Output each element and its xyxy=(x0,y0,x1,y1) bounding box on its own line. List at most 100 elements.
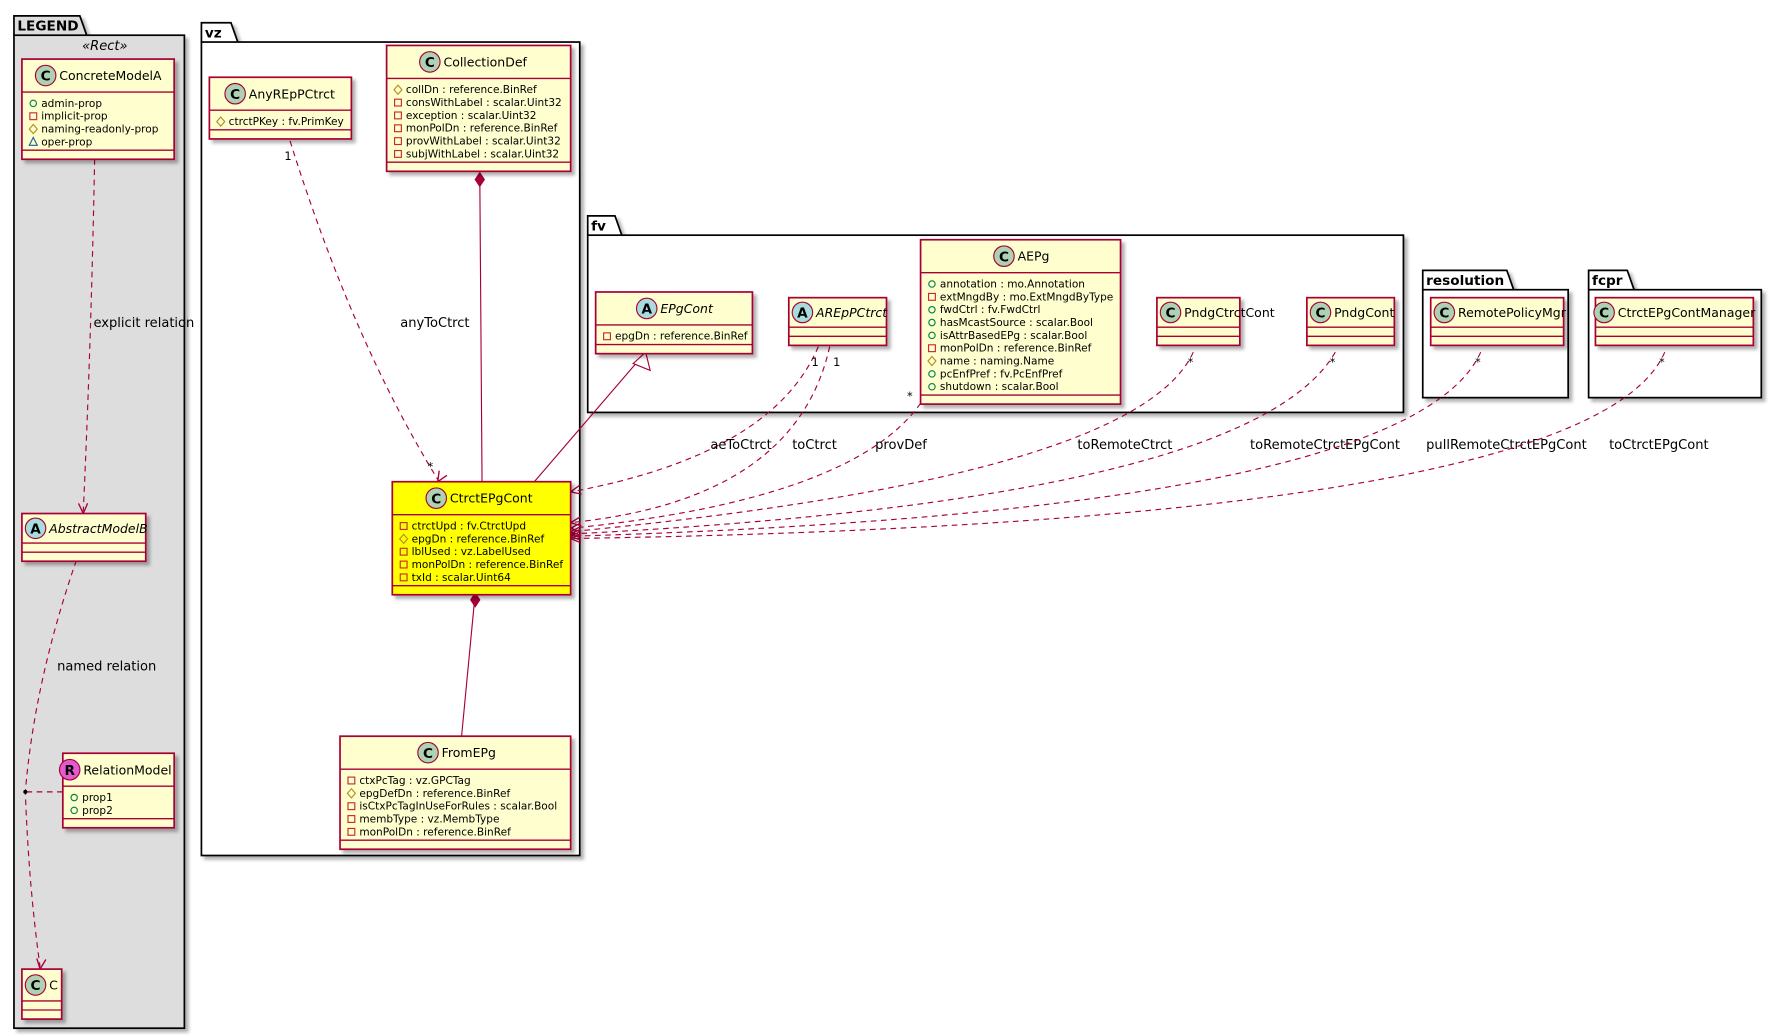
class-icon-letter: C xyxy=(999,249,1009,265)
relation-line xyxy=(570,351,1666,540)
relation-r1: explicit relation xyxy=(77,159,194,516)
class-box xyxy=(61,752,176,829)
class-attribute: prop2 xyxy=(82,805,113,817)
relation-icon-letter: R xyxy=(64,763,75,779)
class-name: RemotePolicyMgr xyxy=(1458,305,1567,320)
multiplicity: 1 xyxy=(812,355,819,369)
visibility-private-icon xyxy=(399,547,408,556)
abstract-class-icon-letter: A xyxy=(797,306,808,322)
visibility-public-icon xyxy=(70,793,78,802)
class-attribute: ctxPcTag : vz.GPCTag xyxy=(359,775,470,787)
multiplicity: * xyxy=(1330,355,1336,369)
class-attribute: txId : scalar.Uint64 xyxy=(412,572,511,584)
relation-line xyxy=(570,346,831,524)
class-name: AbstractModelB xyxy=(48,521,147,536)
package-tab xyxy=(13,15,88,36)
class-icon xyxy=(993,245,1015,267)
multiplicity: * xyxy=(428,459,434,473)
visibility-private-icon xyxy=(347,802,356,811)
class-attribute: lblUsed : vz.LabelUsed xyxy=(412,546,531,558)
class-icon xyxy=(425,487,448,509)
relation-label: pullRemoteCtrctEPgCont xyxy=(1426,438,1587,453)
class-name: RelationModel xyxy=(83,762,171,777)
visibility-public-icon xyxy=(928,370,936,378)
package-name: fv xyxy=(591,219,606,235)
class-name: EPgCont xyxy=(660,301,714,316)
relation-line xyxy=(479,172,483,482)
visibility-public-icon xyxy=(928,280,936,288)
visibility-protected-icon xyxy=(927,355,937,367)
relation-label: toCtrctEPgCont xyxy=(1609,438,1709,453)
package-tab xyxy=(1587,269,1635,290)
class-box xyxy=(339,735,572,851)
visibility-private-icon xyxy=(399,560,408,569)
class-attribute: monPolDn : reference.BinRef xyxy=(940,343,1092,355)
class-name: AEPg xyxy=(1018,249,1050,264)
class-attribute: monPolDn : reference.BinRef xyxy=(406,123,558,135)
visibility-private-icon xyxy=(399,522,408,530)
class-icon-letter: C xyxy=(1166,306,1176,322)
class-icon xyxy=(34,64,57,87)
class-attribute: monPolDn : reference.BinRef xyxy=(412,559,564,571)
relation-line xyxy=(570,351,1194,533)
visibility-protected-icon xyxy=(28,123,39,135)
class-attribute: isAttrBasedEPg : scalar.Bool xyxy=(940,330,1087,342)
relation-line xyxy=(570,351,1336,535)
class-attribute: name : naming.Name xyxy=(940,355,1054,367)
class-icon-letter: C xyxy=(41,69,51,85)
relation-line xyxy=(570,351,1482,537)
visibility-private-icon xyxy=(393,111,402,120)
relation-label: toRemoteCtrct xyxy=(1077,438,1172,453)
visibility-private-icon xyxy=(393,98,402,107)
class-AREpPCtrct[interactable]: A AREpPCtrct xyxy=(787,296,888,347)
class-name: AREpPCtrct xyxy=(815,305,888,320)
visibility-private-icon xyxy=(393,149,402,158)
class-attribute: implicit-prop xyxy=(41,111,108,123)
visibility-private-icon xyxy=(29,112,38,121)
class-attribute: oper-prop xyxy=(41,136,92,148)
class-attribute: epgDn : reference.BinRef xyxy=(615,331,748,343)
association-class-link xyxy=(23,789,63,794)
package-tab xyxy=(1421,269,1515,290)
package-name: resolution xyxy=(1426,273,1504,289)
class-icon-letter: C xyxy=(1599,306,1609,322)
package-tab xyxy=(586,215,623,236)
relation-label: provDef xyxy=(875,438,927,453)
class-icon-letter: C xyxy=(1315,306,1325,322)
visibility-protected-icon xyxy=(346,787,357,799)
package-vz: vz xyxy=(200,21,581,857)
package-frame xyxy=(200,41,581,857)
multiplicity: * xyxy=(1188,355,1194,369)
class-attribute: naming-readonly-prop xyxy=(41,123,158,135)
relation-r12: pullRemoteCtrctEPgCont * xyxy=(568,351,1587,542)
class-attribute: isCtxPcTagInUseForRules : scalar.Bool xyxy=(359,801,557,813)
multiplicity: * xyxy=(1475,355,1481,369)
class-attribute: annotation : mo.Annotation xyxy=(940,278,1085,290)
class-name: AnyREpPCtrct xyxy=(249,86,335,101)
class-icon xyxy=(24,974,47,996)
relation-label: toCtrct xyxy=(792,438,837,453)
visibility-private-icon xyxy=(347,815,356,824)
class-box xyxy=(385,44,572,173)
class-attribute: exception : scalar.Uint32 xyxy=(406,110,537,122)
class-icon-letter: C xyxy=(423,746,433,762)
class-icon xyxy=(1593,301,1615,324)
visibility-protected-icon xyxy=(393,84,403,96)
class-icon-letter: C xyxy=(425,55,435,71)
relation-line xyxy=(570,346,819,493)
